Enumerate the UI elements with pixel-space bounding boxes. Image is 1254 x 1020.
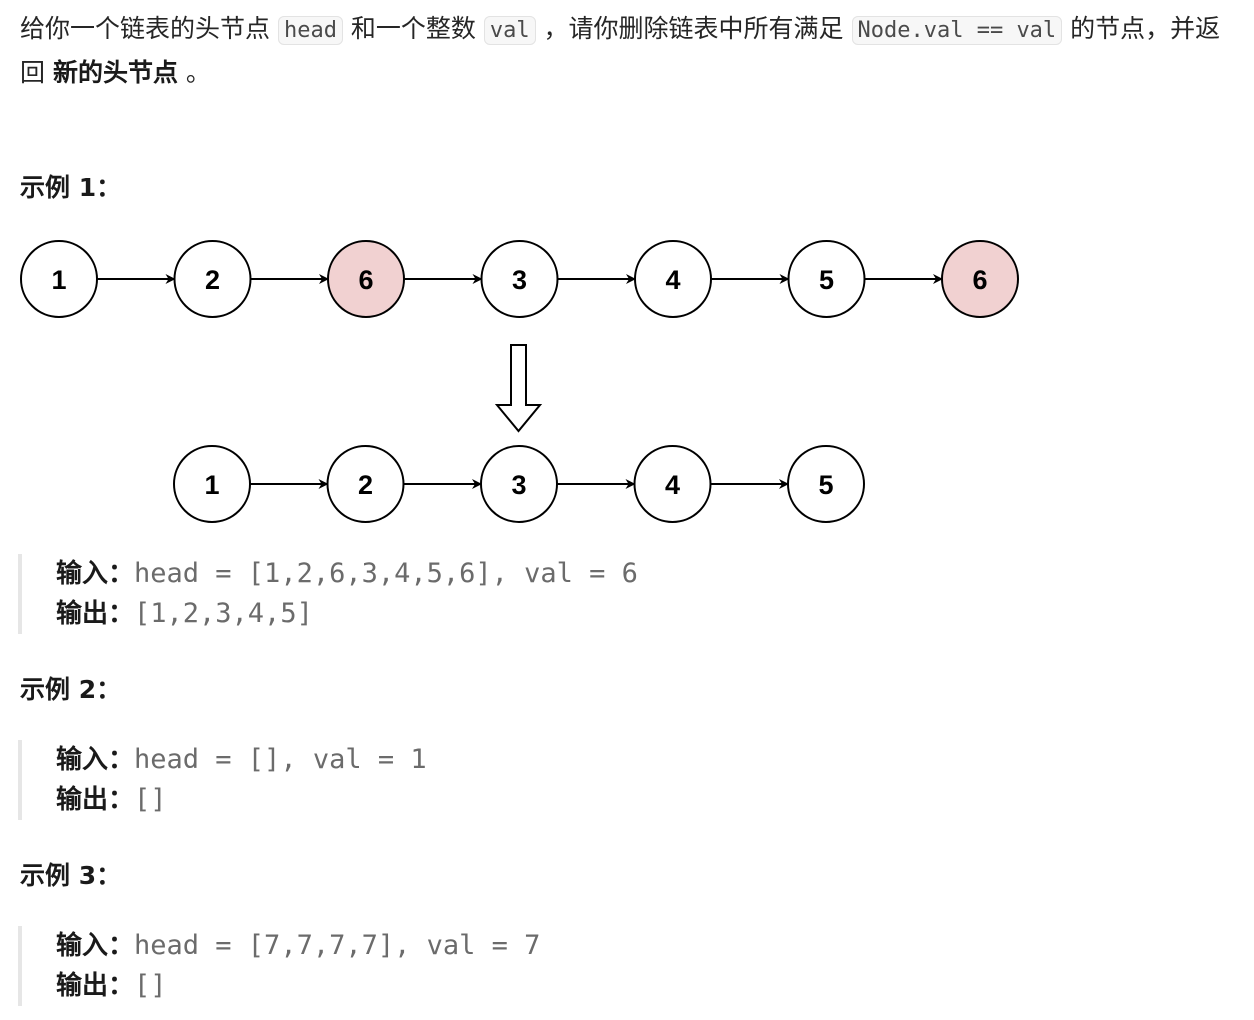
after-list-node: 5 [787, 445, 865, 523]
code-condition: Node.val == val [851, 16, 1063, 45]
example-1-input: 输入：head = [1,2,6,3,4,5,6], val = 6 [56, 554, 638, 594]
example-3-input: 输入：head = [7,7,7,7], val = 7 [56, 926, 540, 966]
output-value: [1,2,3,4,5] [134, 598, 313, 629]
after-list-node: 1 [173, 445, 251, 523]
before-list-node: 2 [173, 240, 252, 318]
before-list-node-value: 5 [819, 265, 834, 295]
transform-arrow-icon [494, 344, 543, 433]
input-value: head = [1,2,6,3,4,5,6], val = 6 [134, 558, 638, 589]
before-list-node-value: 4 [665, 265, 680, 295]
desc-text-3: ，请你删除链表中所有满足 [535, 14, 852, 43]
code-val: val [483, 16, 536, 45]
before-list-node: 4 [634, 240, 712, 318]
example-2-input: 输入：head = [], val = 1 [56, 740, 427, 780]
input-label: 输入： [56, 559, 135, 589]
before-list-node-value: 6 [358, 265, 373, 295]
output-label: 输出： [56, 785, 135, 815]
input-label: 输入： [56, 931, 135, 961]
before-list-node: 1 [20, 240, 98, 318]
list-before: 1 2 6 3 4 5 6 [20, 240, 1019, 318]
before-list-node: 6 [327, 240, 405, 318]
before-list-node-value: 6 [972, 265, 987, 295]
example-2-block: 输入：head = [], val = 1 输出：[] [18, 740, 427, 820]
example-3-output: 输出：[] [56, 966, 540, 1006]
before-list-node-value: 3 [512, 265, 527, 295]
before-list-node: 5 [787, 240, 866, 318]
code-head: head [277, 16, 343, 45]
after-list-node: 4 [633, 445, 712, 523]
after-list-node-value: 2 [358, 470, 373, 500]
example-3-block: 输入：head = [7,7,7,7], val = 7 输出：[] [18, 926, 540, 1006]
before-list-node-value: 1 [51, 265, 66, 295]
desc-text-2: 和一个整数 [342, 14, 484, 43]
before-list-node: 3 [480, 240, 559, 318]
after-list-node-value: 3 [511, 470, 526, 500]
example-1-title: 示例 1： [20, 173, 122, 202]
example-2-output: 输出：[] [56, 780, 427, 820]
example-1-block: 输入：head = [1,2,6,3,4,5,6], val = 6 输出：[1… [18, 554, 638, 634]
input-value: head = [7,7,7,7], val = 7 [134, 930, 541, 961]
output-label: 输出： [56, 599, 135, 629]
desc-text-1: 给你一个链表的头节点 [20, 14, 278, 43]
desc-text-4: 的节点，并返回 [20, 14, 1221, 87]
problem-description: 给你一个链表的头节点 head 和一个整数 val ，请你删除链表中所有满足 N… [20, 8, 1236, 94]
after-list-node-value: 1 [204, 470, 219, 500]
example-2-title: 示例 2： [20, 675, 122, 704]
after-list-node-value: 4 [665, 470, 680, 500]
output-label: 输出： [56, 971, 135, 1001]
list-after: 1 2 3 4 5 [173, 445, 865, 523]
before-list-node-circle [941, 240, 1019, 318]
example-1-output: 输出：[1,2,3,4,5] [56, 594, 638, 634]
example-3-title: 示例 3： [20, 861, 122, 890]
after-list-node: 3 [480, 445, 558, 523]
linked-list-diagram: 1 2 6 3 4 5 6 1 2 3 4 5 [20, 240, 1019, 523]
after-list-node-value: 5 [818, 470, 833, 500]
after-list-node-circle [787, 445, 865, 523]
after-list-node: 2 [326, 445, 405, 523]
input-value: head = [], val = 1 [134, 744, 427, 775]
output-value: [] [134, 784, 167, 815]
before-list-node: 6 [941, 240, 1019, 318]
desc-text-5: 。 [177, 58, 211, 87]
before-list-node-value: 2 [205, 265, 220, 295]
desc-bold-new-head: 新的头节点 [52, 58, 178, 87]
output-value: [] [134, 970, 167, 1001]
input-label: 输入： [56, 745, 135, 775]
